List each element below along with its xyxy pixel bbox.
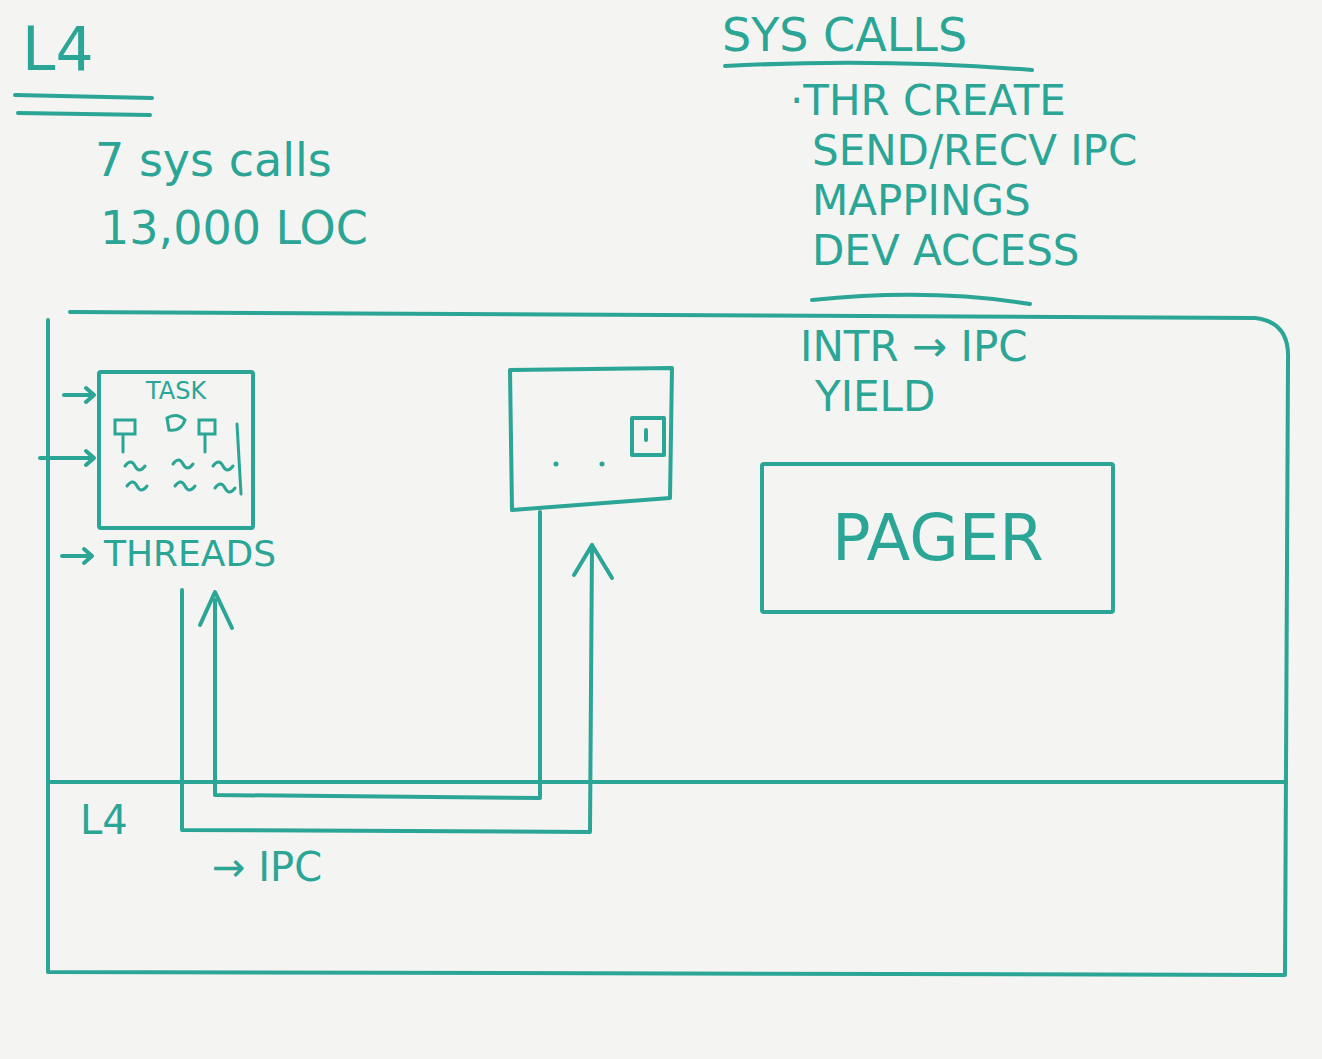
pointer-arrow [64, 388, 94, 402]
thread-mark [125, 462, 147, 490]
thread-mark [199, 420, 215, 434]
address-space-box [510, 368, 672, 510]
dot [554, 462, 559, 467]
ipc-arrowhead [200, 592, 232, 628]
pointer-arrow [40, 451, 94, 465]
thread-mark [213, 462, 235, 492]
title: L4 [22, 16, 94, 82]
thread-mark [173, 460, 195, 490]
ipc-arrowhead [574, 545, 612, 578]
kernel-band: L4 [48, 780, 1288, 975]
list-item: ·THR CREATE [790, 78, 1066, 124]
thread-mark [167, 415, 185, 430]
list-item: YIELD [815, 374, 935, 420]
list-heading: SYS CALLS [722, 10, 967, 61]
box-label: PAGER [832, 503, 1044, 573]
code-size: 13,000 LOC [100, 203, 368, 254]
ipc-path [182, 545, 592, 832]
outer-box [48, 312, 1288, 975]
list-item: INTR → IPC [800, 324, 1028, 370]
band-label: L4 [80, 798, 128, 842]
pointer-arrow [62, 549, 92, 563]
pager-box: PAGER [760, 462, 1115, 614]
page-mark [644, 430, 648, 440]
list-item: SEND/RECV IPC [812, 128, 1137, 174]
ipc-label: → IPC [212, 845, 322, 889]
box-heading: TASK [146, 378, 206, 404]
list-item: DEV ACCESS [812, 228, 1079, 274]
page-square [632, 418, 664, 455]
title-underline [15, 95, 152, 98]
task-box: TASKTHREADS [97, 370, 255, 530]
list-item: MAPPINGS [812, 178, 1031, 224]
thread-mark [115, 420, 135, 434]
heading-underline [725, 63, 1032, 70]
thread-mark [237, 424, 241, 494]
dot [600, 462, 605, 467]
sys-call-count: 7 sys calls [95, 135, 332, 186]
threads-label: THREADS [104, 534, 276, 574]
title-underline [18, 113, 150, 115]
thread-mark [123, 436, 205, 452]
divider-line [812, 295, 1030, 304]
